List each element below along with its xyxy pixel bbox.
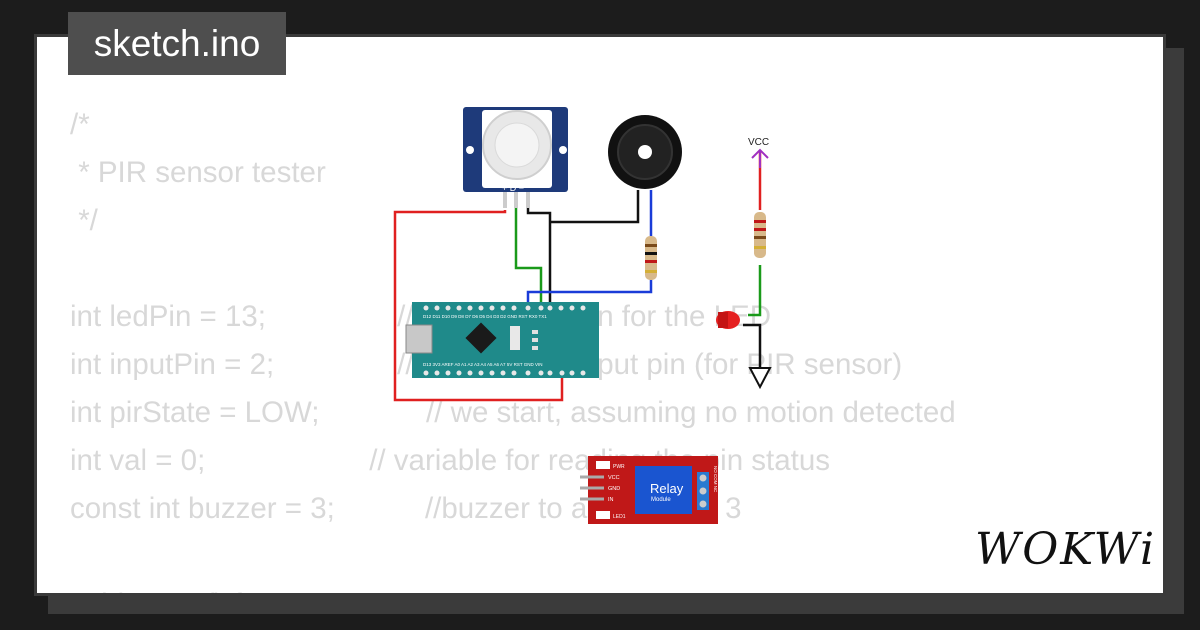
code-line: * PIR sensor tester bbox=[70, 156, 326, 189]
led[interactable] bbox=[716, 311, 740, 329]
relay-contacts: NO COM NC bbox=[713, 466, 718, 493]
wire-blue-buzzer bbox=[526, 190, 653, 306]
wire-red-vcc bbox=[393, 210, 564, 402]
arduino-nano[interactable]: D12 D11 D10 D9 D8 D7 D6 D5 D4 D3 D2 GND … bbox=[405, 302, 599, 378]
relay-pin-in: IN bbox=[608, 497, 614, 503]
arduino-bottom-pins bbox=[423, 370, 586, 376]
code-line: /* bbox=[70, 108, 90, 141]
wire-green-signal bbox=[514, 205, 543, 306]
relay-subtitle: Module bbox=[651, 497, 671, 503]
wokwi-logo: WOKWi bbox=[975, 524, 1157, 575]
vcc-symbol: VCC bbox=[748, 137, 769, 168]
buzzer[interactable] bbox=[608, 115, 682, 189]
relay-title: Relay bbox=[650, 481, 684, 496]
pir-sensor[interactable]: + D − bbox=[463, 107, 568, 208]
relay-pin-gnd: GND bbox=[608, 486, 620, 492]
arduino-top-labels: D12 D11 D10 D9 D8 D7 D6 D5 D4 D3 D2 GND … bbox=[423, 314, 547, 319]
file-tab[interactable]: sketch.ino bbox=[68, 12, 286, 75]
wire-black-buzzer bbox=[551, 190, 640, 224]
ground-symbol bbox=[748, 367, 772, 390]
arduino-bottom-labels: D13 3V3 AREF A0 A1 A2 A3 A4 A5 A6 A7 5V … bbox=[423, 362, 543, 367]
wire-green-led bbox=[748, 265, 762, 317]
wire-black-gnd bbox=[526, 205, 552, 306]
resistor-led bbox=[754, 212, 766, 258]
relay-led-1: LED1 bbox=[613, 514, 626, 520]
relay-module[interactable]: PWR LED1 VCC GND IN Relay Module NO COM … bbox=[580, 456, 718, 524]
code-line: void setup() { bbox=[70, 581, 956, 593]
relay-led-pwr: PWR bbox=[613, 464, 625, 470]
resistor-buzzer bbox=[645, 236, 657, 280]
relay-pin-vcc: VCC bbox=[608, 475, 620, 481]
pir-pin-labels: + D − bbox=[502, 183, 524, 193]
vcc-label: VCC bbox=[748, 137, 769, 148]
code-line: */ bbox=[70, 204, 98, 237]
code-line: int pirState = LOW; // we start, assumin… bbox=[70, 396, 956, 429]
arduino-top-pins bbox=[423, 305, 586, 311]
wire-black-led bbox=[743, 323, 762, 368]
